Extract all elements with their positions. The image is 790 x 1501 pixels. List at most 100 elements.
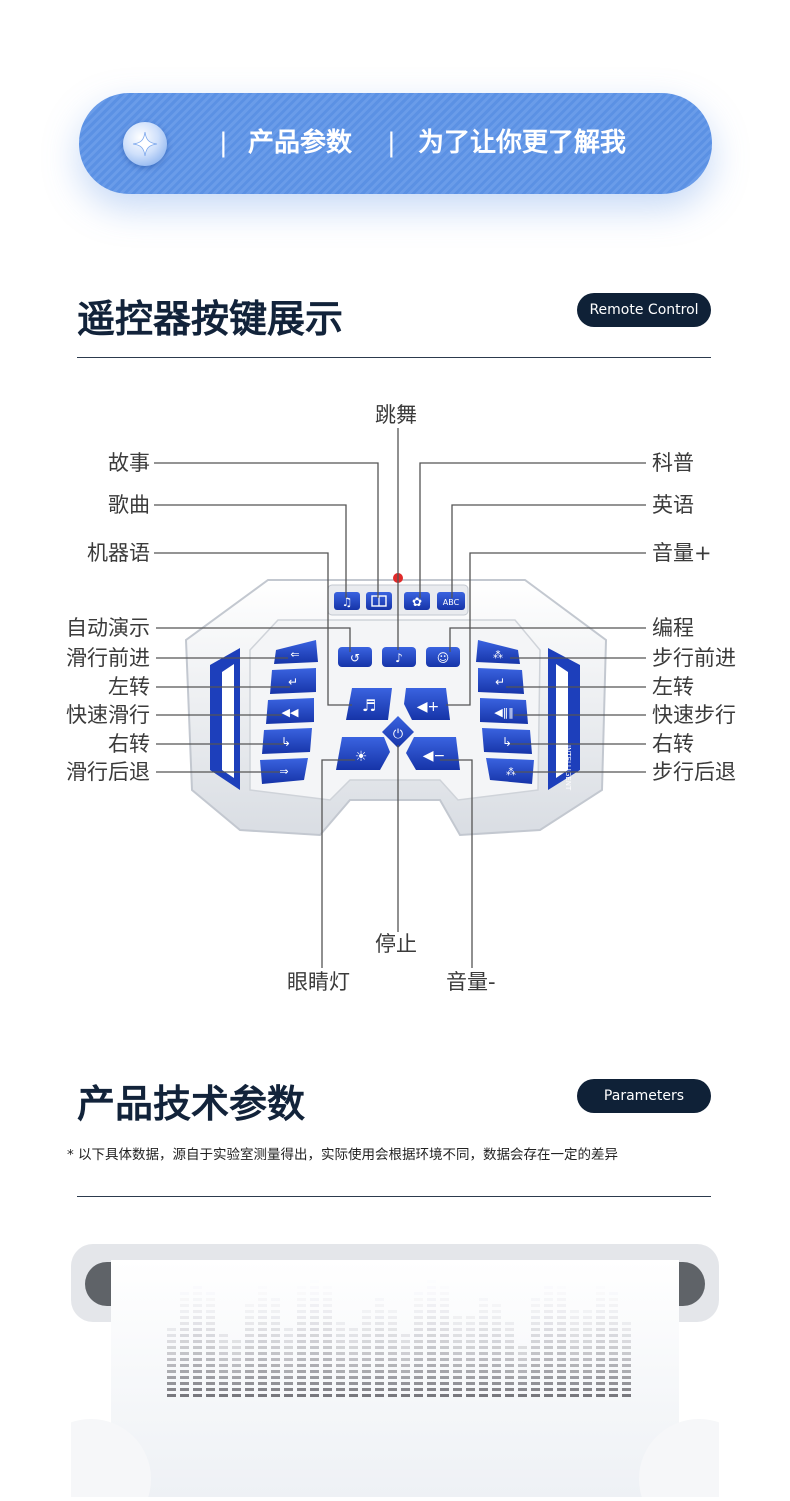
pattern-bar xyxy=(362,1340,371,1343)
label-walk-fast: 快速步行 xyxy=(652,703,736,727)
pattern-bar xyxy=(544,1292,553,1295)
pattern-bar xyxy=(232,1352,241,1355)
pattern-bar xyxy=(453,1334,462,1337)
pattern-bar xyxy=(349,1394,358,1397)
key-volume-up: ◀+ xyxy=(404,688,450,720)
pattern-bar xyxy=(414,1376,423,1379)
pattern-bar xyxy=(388,1334,397,1337)
pattern-bar xyxy=(206,1352,215,1355)
pattern-bar xyxy=(414,1394,423,1397)
pattern-bar xyxy=(336,1346,345,1349)
pattern-bar xyxy=(180,1394,189,1397)
pattern-bar xyxy=(492,1304,501,1307)
pattern-bar xyxy=(414,1322,423,1325)
pattern-bar xyxy=(206,1370,215,1373)
pattern-bar xyxy=(531,1304,540,1307)
pattern-bar xyxy=(349,1370,358,1373)
pattern-bar xyxy=(167,1376,176,1379)
svg-text:⇐: ⇐ xyxy=(290,648,299,661)
pattern-bar xyxy=(518,1394,527,1397)
pattern-bar xyxy=(557,1292,566,1295)
label-walk-right: 右转 xyxy=(652,732,694,756)
pattern-bar xyxy=(245,1340,254,1343)
pattern-bar xyxy=(349,1346,358,1349)
pattern-bar xyxy=(258,1376,267,1379)
pattern-bar xyxy=(297,1364,306,1367)
key-volume-down: ◀− xyxy=(406,737,460,770)
pattern-bar xyxy=(440,1382,449,1385)
pattern-bar xyxy=(466,1316,475,1319)
right-grip-stripe xyxy=(556,664,568,778)
pattern-bar xyxy=(193,1352,202,1355)
pattern-bar xyxy=(427,1328,436,1331)
label-glide-fast: 快速滑行 xyxy=(66,703,150,727)
pattern-bar xyxy=(349,1328,358,1331)
pattern-bar xyxy=(310,1310,319,1313)
pattern-bar xyxy=(570,1352,579,1355)
pattern-bar xyxy=(414,1304,423,1307)
pattern-bar xyxy=(479,1370,488,1373)
pattern-bar xyxy=(518,1382,527,1385)
svg-text:↵: ↵ xyxy=(495,675,505,689)
pattern-bar xyxy=(206,1304,215,1307)
pattern-bar xyxy=(401,1358,410,1361)
pattern-bar xyxy=(206,1388,215,1391)
pattern-bar xyxy=(518,1352,527,1355)
pattern-bar xyxy=(401,1340,410,1343)
pattern-bar xyxy=(180,1304,189,1307)
pattern-bar xyxy=(596,1334,605,1337)
pattern-bar xyxy=(297,1322,306,1325)
pattern-bar xyxy=(596,1286,605,1289)
pattern-bar xyxy=(349,1334,358,1337)
pattern-bar xyxy=(271,1346,280,1349)
pattern-bar xyxy=(297,1346,306,1349)
pattern-bar xyxy=(219,1388,228,1391)
pattern-bar xyxy=(310,1268,319,1271)
svg-text:♪: ♪ xyxy=(395,651,403,665)
pattern-bar xyxy=(284,1394,293,1397)
pattern-bar xyxy=(440,1310,449,1313)
pattern-bar xyxy=(245,1310,254,1313)
pattern-bar xyxy=(557,1370,566,1373)
pattern-bar xyxy=(219,1352,228,1355)
pattern-bar xyxy=(427,1280,436,1283)
pattern-bar xyxy=(414,1382,423,1385)
pattern-bar xyxy=(531,1370,540,1373)
pattern-bar xyxy=(375,1352,384,1355)
key-walk-forward: ⁂ xyxy=(476,640,520,664)
pattern-bar xyxy=(557,1298,566,1301)
pattern-bar xyxy=(518,1370,527,1373)
pattern-bar xyxy=(622,1358,631,1361)
pattern-bar xyxy=(609,1334,618,1337)
pattern-bar xyxy=(362,1358,371,1361)
pattern-bar xyxy=(206,1358,215,1361)
pattern-bar xyxy=(479,1364,488,1367)
pattern-bar xyxy=(505,1394,514,1397)
pattern-bar xyxy=(245,1334,254,1337)
pattern-bar xyxy=(505,1340,514,1343)
pattern-bar xyxy=(609,1328,618,1331)
pattern-bar xyxy=(258,1364,267,1367)
pattern-bar xyxy=(375,1340,384,1343)
pattern-bar xyxy=(401,1388,410,1391)
pattern-bar xyxy=(492,1340,501,1343)
pattern-bar xyxy=(596,1376,605,1379)
pattern-bar xyxy=(479,1316,488,1319)
pattern-bar xyxy=(440,1376,449,1379)
svg-text:✿: ✿ xyxy=(412,595,422,609)
pattern-bar xyxy=(310,1274,319,1277)
pattern-bar xyxy=(219,1376,228,1379)
pattern-bar xyxy=(401,1382,410,1385)
pattern-bar xyxy=(427,1334,436,1337)
paper-pattern xyxy=(167,1268,631,1397)
pattern-bar xyxy=(440,1286,449,1289)
pattern-bar xyxy=(609,1346,618,1349)
pattern-bar xyxy=(505,1358,514,1361)
pattern-bar xyxy=(440,1298,449,1301)
pattern-bar xyxy=(414,1352,423,1355)
pattern-bar xyxy=(323,1298,332,1301)
pattern-bar xyxy=(596,1382,605,1385)
pattern-bar xyxy=(479,1340,488,1343)
pattern-bar xyxy=(258,1346,267,1349)
svg-text:☺: ☺ xyxy=(437,651,450,665)
